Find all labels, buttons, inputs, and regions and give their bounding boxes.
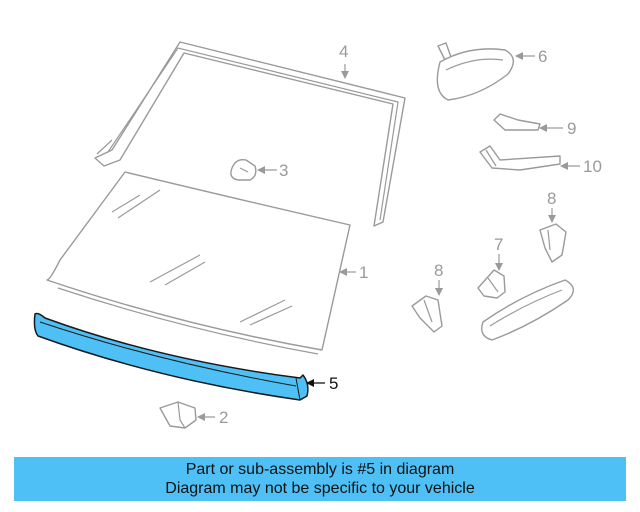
callout-8-left: 8 [434,261,443,280]
part-10-housing[interactable] [479,145,561,171]
part-8-mount-right[interactable] [539,223,567,263]
parts-diagram: 4 6 3 9 10 8 7 8 1 2 5 [33,41,602,429]
info-banner: Part or sub-assembly is #5 in diagram Di… [14,457,626,501]
leader-lines [197,52,580,421]
part-7-mirror-arm[interactable] [477,269,506,299]
callout-7: 7 [494,235,503,254]
callout-10: 10 [583,157,602,176]
callout-8-right: 8 [547,189,556,208]
part-6-mirror[interactable] [436,42,514,101]
callout-4: 4 [339,42,348,61]
lower-mirror[interactable] [480,279,574,341]
part-1-windshield[interactable] [46,171,351,355]
banner-line-2: Diagram may not be specific to your vehi… [165,480,475,497]
part-4-frame-molding[interactable] [94,41,406,227]
part-2-bracket[interactable] [159,401,197,429]
callout-1: 1 [359,263,368,282]
callout-2: 2 [219,408,228,427]
callout-6: 6 [538,47,547,66]
part-9-bracket[interactable] [493,113,541,131]
callout-3: 3 [279,161,288,180]
part-8-mount-left[interactable] [411,295,443,333]
part-3-clip[interactable] [230,158,257,181]
callout-5: 5 [329,374,338,393]
banner-line-1: Part or sub-assembly is #5 in diagram [185,461,455,478]
callout-9: 9 [567,119,576,138]
